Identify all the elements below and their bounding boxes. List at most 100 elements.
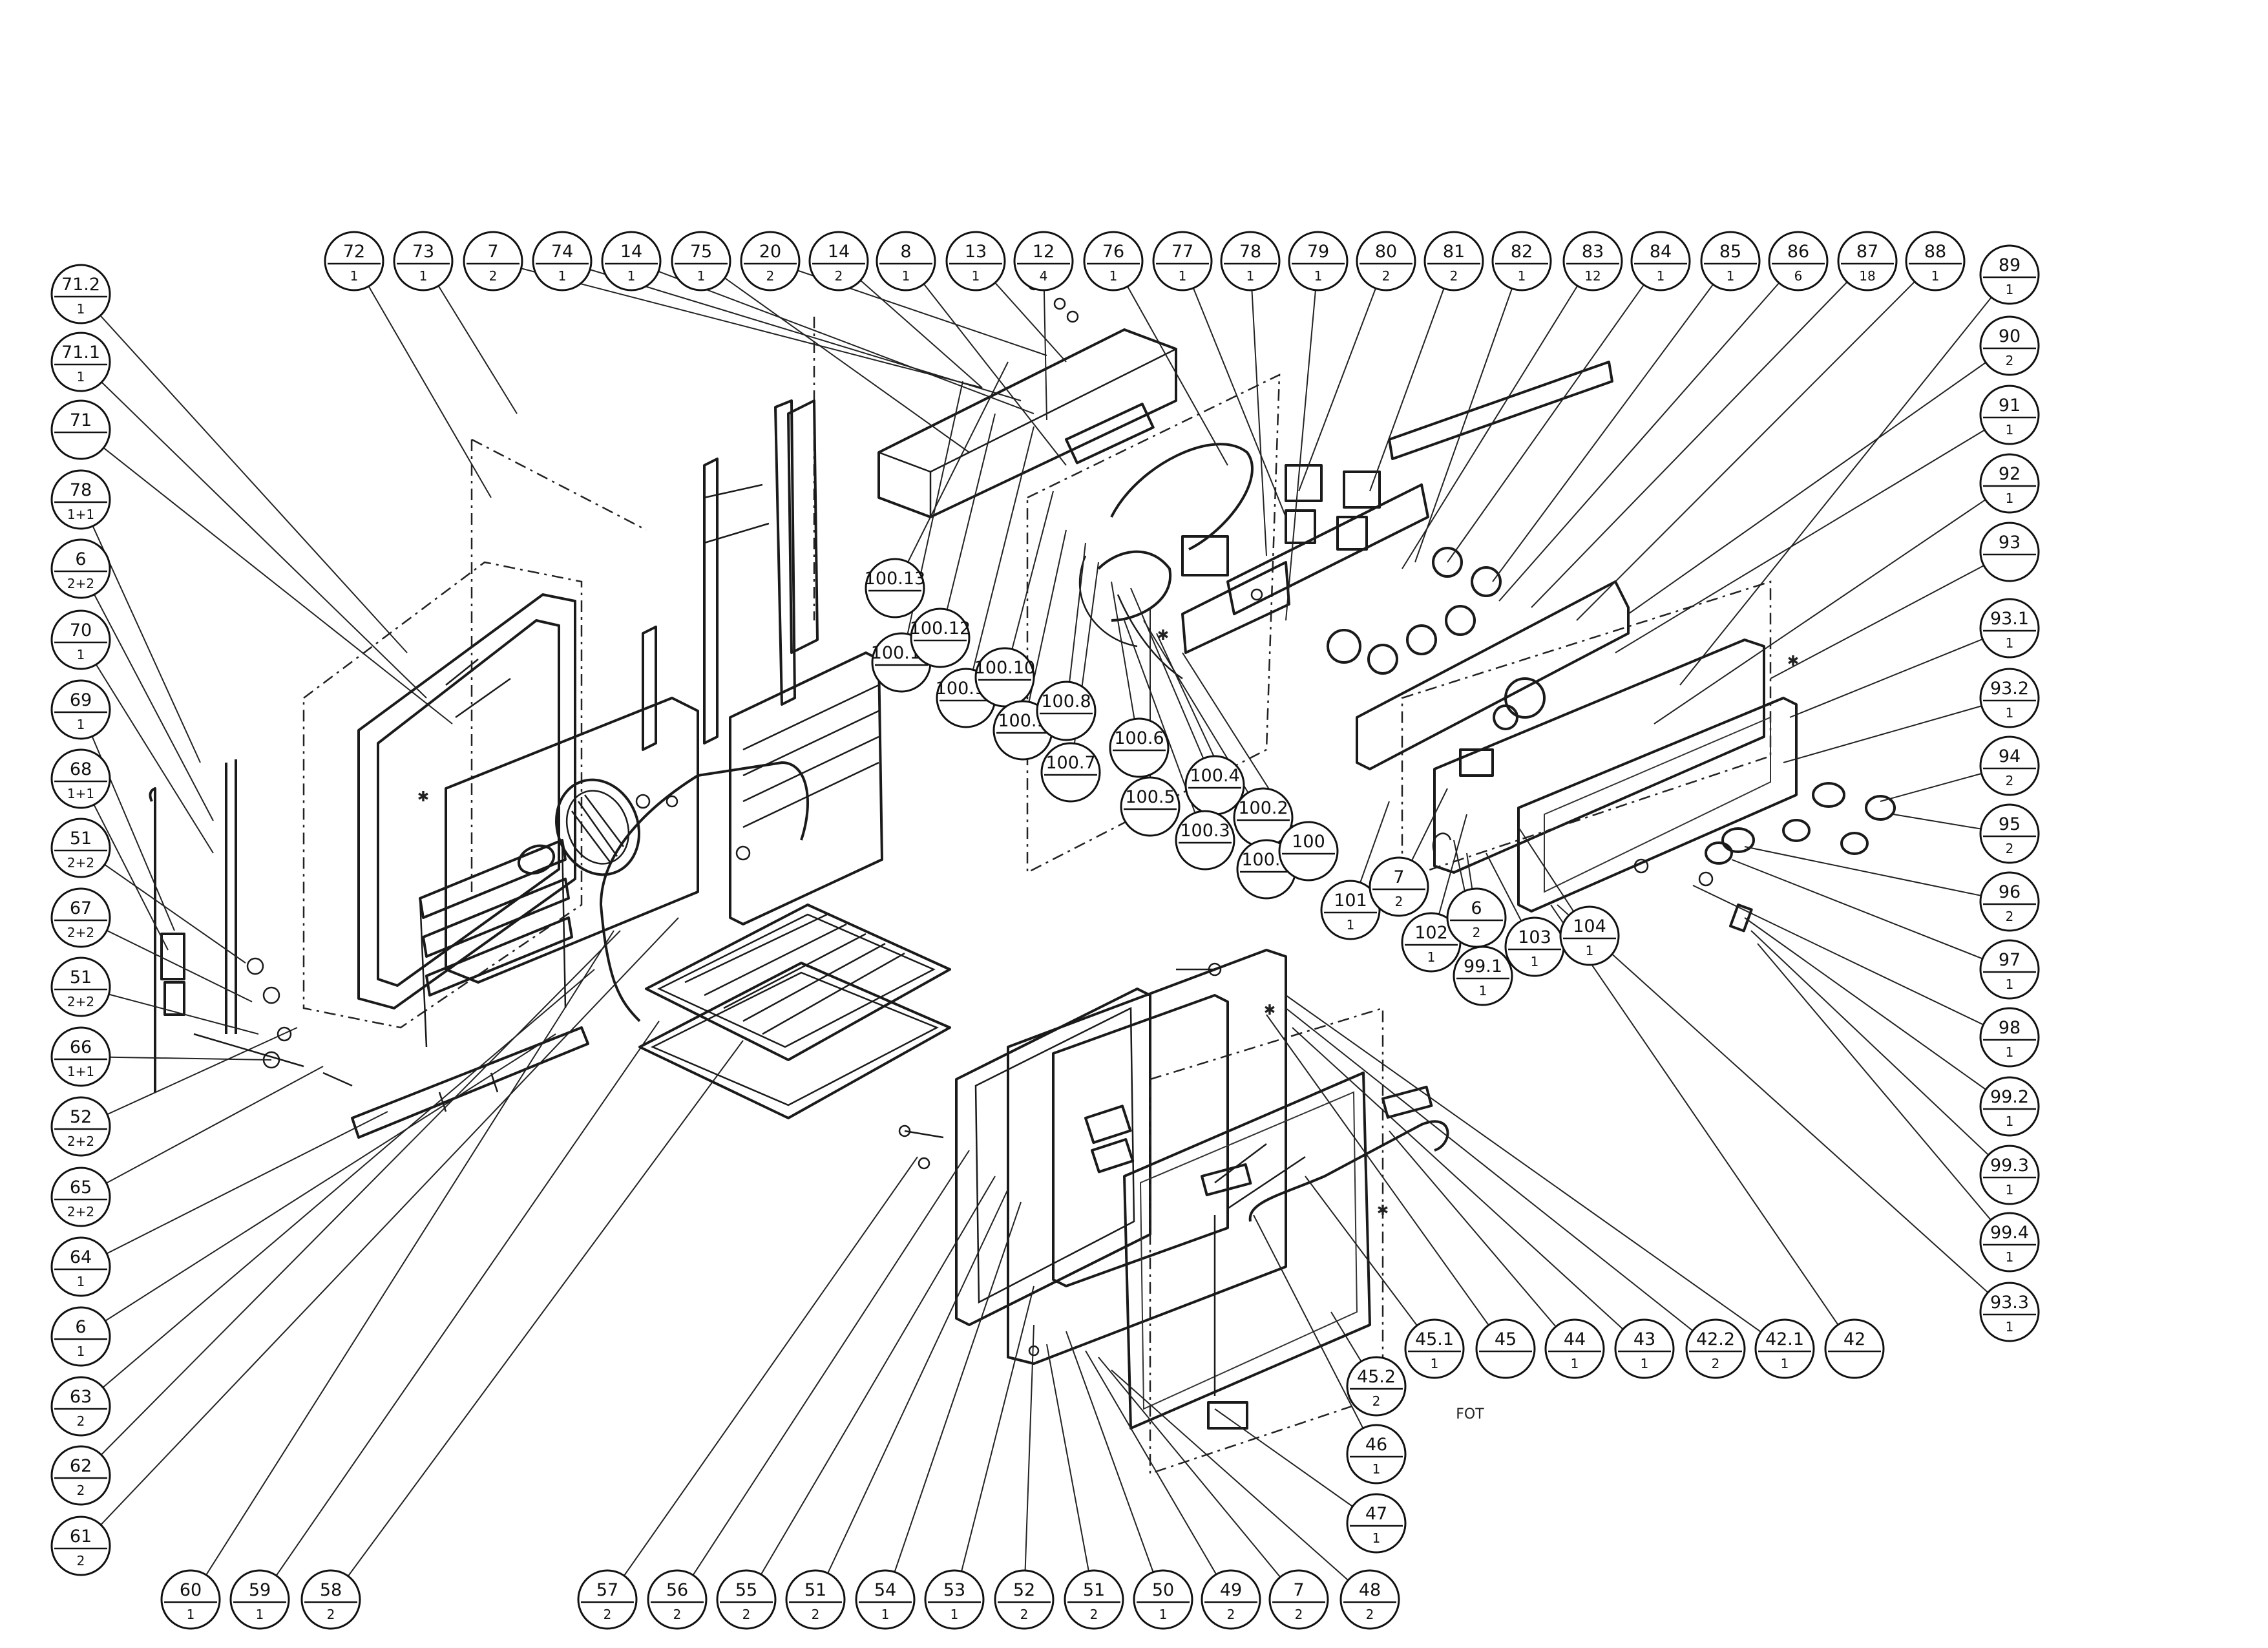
callout-part-number: 52: [1013, 1580, 1035, 1600]
callout-circle: [50, 264, 111, 324]
leader-line: [1550, 904, 1855, 1349]
callout-quantity: 1: [1347, 917, 1355, 933]
leader-line: [80, 917, 679, 1547]
callout-circle: [1278, 821, 1339, 882]
callout-72: 721: [324, 231, 384, 291]
callout-circle: [1837, 231, 1898, 291]
callout-quantity: 1: [2006, 491, 2014, 506]
callout-quantity: 1: [1531, 954, 1539, 969]
callout-quantity: 1: [697, 268, 706, 284]
callout-part-number: 6: [75, 1317, 86, 1337]
callout-part-number: 100.7: [1045, 753, 1095, 773]
callout-quantity: 1: [1727, 268, 1735, 284]
callout-73: 731: [393, 231, 454, 291]
leader-line: [353, 260, 492, 498]
callout-part-number: 97: [1999, 950, 2021, 970]
leader-line: [1744, 917, 2010, 1107]
callout-circle: [994, 1569, 1055, 1630]
callout-part-number: 51: [804, 1580, 826, 1600]
leader-line: [746, 1176, 996, 1600]
leader-line: [80, 709, 175, 931]
callout-quantity: 2: [77, 1553, 85, 1569]
leader-line: [80, 986, 259, 1035]
callout-part-number: 101: [1334, 891, 1367, 911]
callout-circle: [1288, 231, 1349, 291]
callout-100-7: 100.7: [1040, 742, 1101, 803]
callout-circle: [647, 1569, 708, 1630]
leader-line: [330, 1040, 744, 1600]
callout-circle: [50, 609, 111, 670]
leader-line: [1492, 260, 1731, 582]
callout-part-number: 48: [1359, 1580, 1381, 1600]
callout-quantity: 6: [1794, 268, 1803, 284]
callout-quantity: 1: [902, 268, 910, 284]
callout-quantity: 2+2: [67, 925, 94, 940]
callout-circle: [1905, 231, 1966, 291]
callout-circle: [300, 1569, 361, 1630]
callout-100-3: 100.3: [1175, 810, 1235, 871]
callout-93-2: 93.21: [1979, 668, 2040, 728]
leader-line: [1285, 260, 1319, 621]
callout-67: 672+2: [50, 887, 111, 948]
callout-part-number: 6: [1471, 898, 1482, 918]
leader-line: [894, 361, 1009, 589]
callout-quantity: 4: [1040, 268, 1048, 284]
callout-part-number: 98: [1999, 1018, 2021, 1038]
callout-circle: [1423, 231, 1484, 291]
leader-line: [1576, 260, 1936, 621]
callout-circle: [1201, 1569, 1261, 1630]
callout-46: 461: [1346, 1424, 1407, 1484]
leader-line: [905, 260, 1067, 466]
callout-quantity: 2: [1372, 1393, 1381, 1409]
leader-line: [80, 1066, 324, 1198]
callout-part-number: 55: [735, 1580, 757, 1600]
callout-part-number: 85: [1719, 242, 1741, 262]
callout-part-number: 73: [412, 242, 434, 262]
callout-part-number: 78: [1239, 242, 1261, 262]
callout-part-number: 54: [874, 1580, 896, 1600]
callout-quantity: 1: [1314, 268, 1323, 284]
callout-6: 62: [1446, 887, 1507, 948]
callout-quantity: 1: [1586, 943, 1594, 958]
callout-circle: [1339, 1569, 1400, 1630]
callout-part-number: 47: [1365, 1504, 1387, 1524]
callout-61: 612: [50, 1516, 111, 1576]
callout-circle: [1036, 681, 1097, 741]
leader-line: [700, 260, 970, 453]
callout-circle: [1453, 945, 1513, 1006]
callout-quantity: 1: [1431, 1356, 1439, 1371]
callout-part-number: 99.2: [1990, 1087, 2029, 1107]
callout-part-number: 77: [1171, 242, 1193, 262]
callout-93-1: 93.11: [1979, 598, 2040, 659]
callout-part-number: 81: [1443, 242, 1465, 262]
callout-quantity: 1: [2006, 635, 2014, 651]
callout-76: 761: [1083, 231, 1144, 291]
callout-circle: [1152, 231, 1213, 291]
callout-99-2: 99.21: [1979, 1076, 2040, 1137]
leader-line: [1679, 274, 2010, 686]
callout-circle: [1320, 880, 1381, 940]
callout-circle: [50, 332, 111, 392]
callout-quantity: 1: [256, 1607, 264, 1622]
callout-part-number: 57: [596, 1580, 618, 1600]
callout-circle: [50, 1167, 111, 1227]
callout-quantity: 1: [419, 268, 428, 284]
callout-circle: [945, 231, 1006, 291]
leader-line: [1024, 1324, 1034, 1600]
callout-part-number: 64: [70, 1247, 92, 1267]
callout-circle: [1346, 1493, 1407, 1554]
callout-51: 512+2: [50, 818, 111, 878]
callout-part-number: 51: [70, 829, 92, 849]
callout-quantity: 2: [2006, 773, 2014, 788]
callout-circle: [1979, 385, 2040, 445]
callout-circle: [229, 1569, 290, 1630]
callout-quantity: 2: [2006, 353, 2014, 368]
callout-100-13: 100.13: [865, 558, 925, 618]
leader-line: [1628, 345, 2010, 615]
callout-quantity: 1: [2006, 705, 2014, 721]
callout-part-number: 100.10: [974, 658, 1035, 678]
callout-92: 921: [1979, 453, 2040, 514]
callout-circle: [1369, 856, 1429, 917]
